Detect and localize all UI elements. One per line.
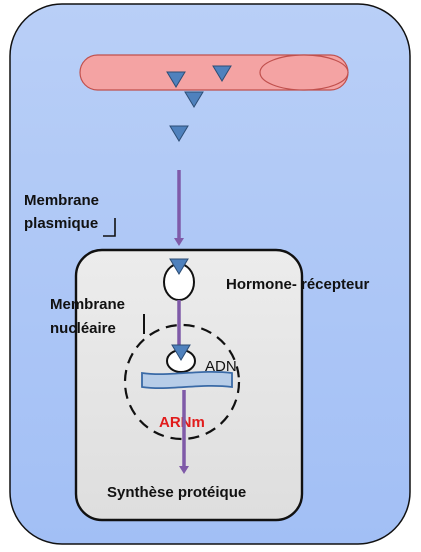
- hormone-icon: [171, 344, 191, 361]
- label-nuclear-membrane: Membrane: [50, 296, 125, 313]
- pathway-arrow-synthesis: [179, 390, 189, 474]
- label-dna: ADN: [205, 358, 237, 375]
- label-plasma-membrane-line2: plasmique: [24, 215, 98, 232]
- label-hormone-receptor: Hormone- récepteur: [226, 276, 370, 293]
- plasma-membrane-pointer: [103, 218, 116, 237]
- hormone-icon: [166, 71, 186, 88]
- nucleus: [123, 323, 241, 441]
- pathway-arrow: [174, 170, 184, 246]
- label-plasma-membrane: Membrane: [24, 192, 99, 209]
- hormone-icon: [169, 125, 189, 142]
- hormone-icon: [184, 91, 204, 108]
- blood-vessel: [79, 54, 349, 91]
- label-mrna: ARNm: [159, 414, 205, 431]
- hormone-icon: [212, 65, 232, 82]
- nuclear-receptor-complex: [166, 344, 196, 373]
- hormone-icon: [169, 258, 189, 275]
- label-nuclear-membrane-line2: nucléaire: [50, 320, 116, 337]
- label-protein-synthesis: Synthèse protéique: [107, 484, 246, 501]
- dna-strand: [141, 370, 233, 390]
